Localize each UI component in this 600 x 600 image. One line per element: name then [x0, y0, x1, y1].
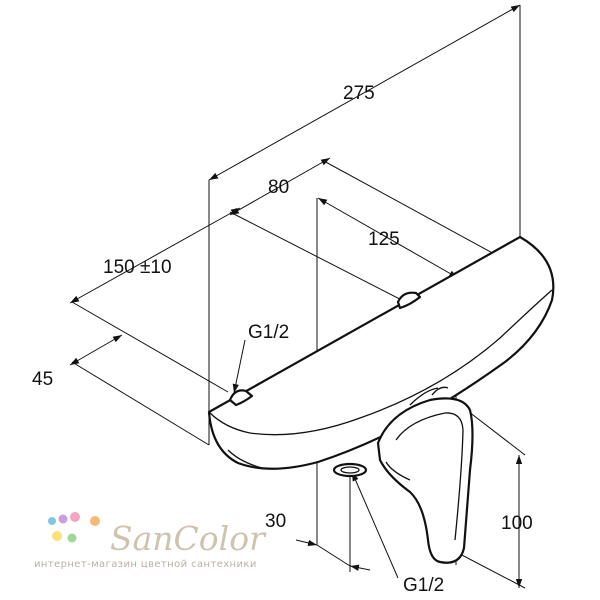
leader-g12-bottom	[351, 471, 399, 579]
logo-dot	[67, 533, 77, 543]
logo-dot	[48, 517, 56, 525]
label-g12-top: G1/2	[248, 322, 289, 343]
dimension-275-line	[208, 4, 521, 181]
label-100: 100	[501, 513, 533, 534]
dimension-80-line	[229, 157, 331, 216]
logo-dot	[52, 531, 62, 541]
dimension-30-arrow-right	[349, 564, 371, 571]
logo-dot	[58, 514, 68, 524]
label-275: 275	[343, 83, 375, 104]
dimension-30-arrow-left	[295, 539, 318, 546]
label-45: 45	[32, 369, 53, 390]
label-30: 30	[265, 511, 286, 532]
sancolor-logo: SanColor интернет-магазин цветной сантех…	[34, 512, 267, 570]
label-80: 80	[268, 177, 289, 198]
logo-dot	[90, 516, 100, 526]
lever-handle	[376, 397, 474, 564]
label-125: 125	[368, 229, 400, 250]
logo-dot	[70, 512, 80, 522]
leader-g12-top	[232, 339, 246, 394]
logo-name: SanColor	[110, 519, 267, 558]
label-150: 150 ±10	[103, 257, 172, 278]
dimension-45-line	[69, 334, 123, 366]
label-g12-bottom: G1/2	[403, 575, 444, 596]
logo-tagline: интернет-магазин цветной сантехники	[34, 559, 257, 570]
outlet	[332, 462, 368, 478]
dimension-150-line	[69, 207, 241, 304]
dimension-125-line	[317, 197, 459, 279]
dimension-lines	[69, 4, 523, 588]
